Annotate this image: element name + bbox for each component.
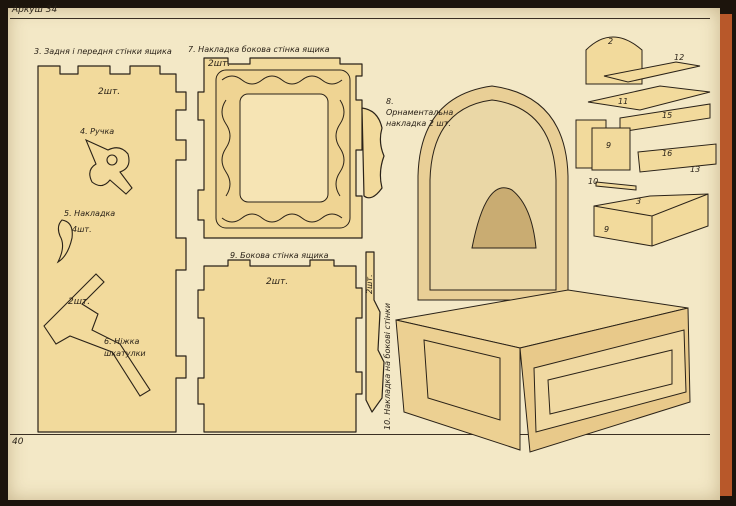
label-part-8: 8. Орнаментальна накладка 2 шт. [386,97,454,129]
assembly-tray-12 [603,61,701,83]
label-part-4: 4. Ручка [80,127,115,136]
assembly-panel-11 [587,85,711,111]
callout-3: 3 [636,197,642,206]
assembly-panel-16 [637,143,717,173]
label-part-5: 5. Накладка [64,209,116,218]
callout-13: 13 [690,165,701,174]
part-8-ornamental-strip [361,107,385,199]
part-10-side-strip [365,251,385,413]
ornament-scroll-bottom [221,213,343,223]
casket-front [395,319,521,451]
callout-11: 11 [618,97,629,106]
sheet-header: Аркуш 34 [12,5,58,15]
page-number: 40 [12,437,24,447]
part-4-handle [84,138,133,195]
callout-2: 2 [608,37,614,46]
label-part-9-qty: 2шт. [266,277,289,287]
callout-15: 15 [662,111,673,120]
callout-10: 10 [588,177,599,186]
assembly-drawer [593,193,709,247]
label-part-3-qty: 2шт. [98,87,121,97]
ornament-frame-inner [239,93,329,203]
book-binding-edge [720,14,732,496]
part-3-wall-outline [37,65,187,433]
assembly-panel-15 [619,103,711,133]
label-part-6-qty: 2шт. [68,297,91,307]
header-rule [10,18,710,19]
callout-16: 16 [662,149,673,158]
ornament-scroll-left [221,99,231,197]
label-part-10-qty: 2шт. [365,274,374,294]
label-part-7: 7. Накладка бокова стінка ящика [188,45,330,54]
label-part-3: 3. Задня і передня стінки ящика [34,47,172,56]
label-part-9: 9. Бокова стінка ящика [230,251,329,260]
ornament-scroll-right [335,99,345,197]
assembly-side-9 [591,127,631,171]
assembly-strip-10 [595,181,637,191]
exploded-assembly [575,36,717,247]
label-part-7-qty: 2шт. [208,59,231,69]
footer-rule [10,434,710,435]
part-6-leg [43,273,151,397]
label-part-5-qty: 4шт. [72,225,92,234]
callout-9b: 9 [604,225,610,234]
part-9-side-wall-outline [197,259,363,433]
ornament-scroll-top [221,75,343,85]
part-5-curl [56,219,73,264]
label-part-6: 6. Ніжка шкатулки [104,337,146,358]
callout-12: 12 [674,53,685,62]
label-part-10: 10. Накладка на бокові стінки [383,302,392,430]
callout-9: 9 [606,141,612,150]
casket-illustration [395,85,691,453]
